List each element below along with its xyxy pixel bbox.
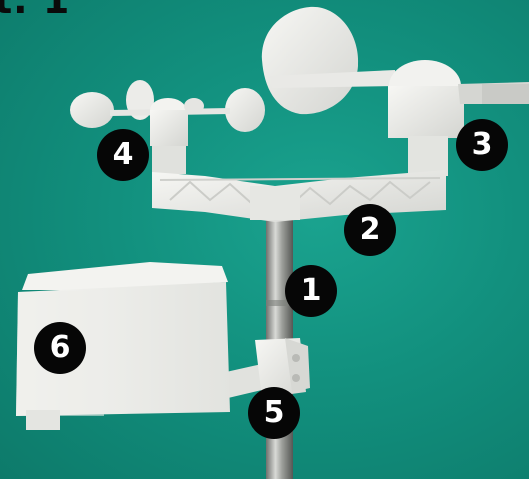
mounting-bracket [226, 338, 310, 398]
anemometer [70, 80, 265, 174]
wind-vane [261, 6, 529, 176]
marker-3-wind-vane: 3 [456, 119, 508, 171]
marker-4-anemometer: 4 [97, 129, 149, 181]
marker-6-sensor-housing: 6 [34, 322, 86, 374]
marker-1-pole: 1 [285, 265, 337, 317]
header-text: t. 1 [0, 0, 71, 22]
crossarm [152, 170, 446, 222]
marker-5-mounting-bracket: 5 [248, 387, 300, 439]
marker-2-crossarm: 2 [344, 204, 396, 256]
